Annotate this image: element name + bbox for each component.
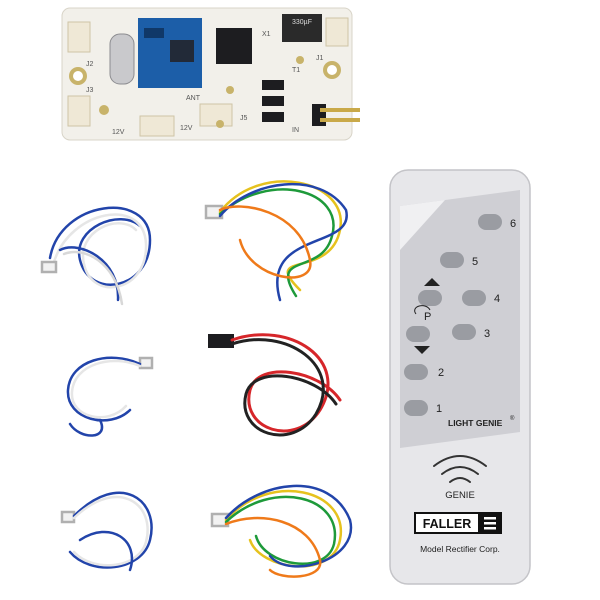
faller-brand-text: FALLER (423, 517, 472, 531)
registered-mark: ® (510, 415, 515, 422)
remote-control: 6 5 4 3 P 2 1 LIGHT GENIE ® (389, 169, 531, 585)
remote-buttons: 6 5 4 3 P 2 1 (404, 214, 516, 416)
p-label: P (424, 311, 431, 323)
button-2-label: 2 (438, 367, 444, 379)
button-6-label: 6 (510, 218, 516, 230)
triangle-up-icon (424, 278, 440, 286)
button-up[interactable] (418, 290, 442, 306)
wire-harness-blue-white-large (40, 206, 152, 306)
button-1-label: 1 (436, 403, 442, 415)
button-6[interactable] (478, 214, 502, 230)
button-4-label: 4 (494, 293, 500, 305)
wire-harness-colored-small (210, 484, 353, 578)
button-4[interactable] (462, 290, 486, 306)
capacitor-label: 330µF (292, 19, 312, 26)
pcb-label: J5 (240, 115, 248, 122)
p-curve-icon (414, 305, 431, 315)
light-genie-label: LIGHT GENIE (448, 418, 503, 428)
pcb-label: X1 (262, 31, 271, 38)
pcb-label: ANT (186, 95, 201, 102)
button-1[interactable] (404, 400, 428, 416)
button-5-label: 5 (472, 256, 478, 268)
genie-label: GENIE (445, 490, 475, 501)
pcb-label: J2 (86, 61, 94, 68)
wire-harness-red-black (208, 333, 342, 437)
wire-harness-colored-large (204, 180, 348, 302)
wireless-signal-icon (433, 455, 487, 483)
manufacturer-label: Model Rectifier Corp. (420, 544, 500, 554)
faller-logo-icon (414, 512, 502, 534)
pcb-label: 12V (180, 125, 193, 132)
pcb-label: 12V (112, 129, 125, 136)
triangle-down-icon (414, 346, 430, 354)
pcb-label: J3 (86, 87, 94, 94)
pcb-label: IN (292, 127, 299, 134)
button-3[interactable] (452, 324, 476, 340)
wire-harness-blue-white-small (66, 356, 154, 437)
wire-harness-blue-white-bottom (60, 491, 153, 572)
pcb-label: T1 (292, 67, 300, 74)
pcb-board: 330µF J2 J3 12V 12V ANT J1 T1 IN J5 X1 (61, 7, 360, 141)
button-5[interactable] (440, 252, 464, 268)
button-3-label: 3 (484, 328, 490, 340)
button-2[interactable] (404, 364, 428, 380)
button-down[interactable] (406, 326, 430, 342)
pcb-label: J1 (316, 55, 324, 62)
